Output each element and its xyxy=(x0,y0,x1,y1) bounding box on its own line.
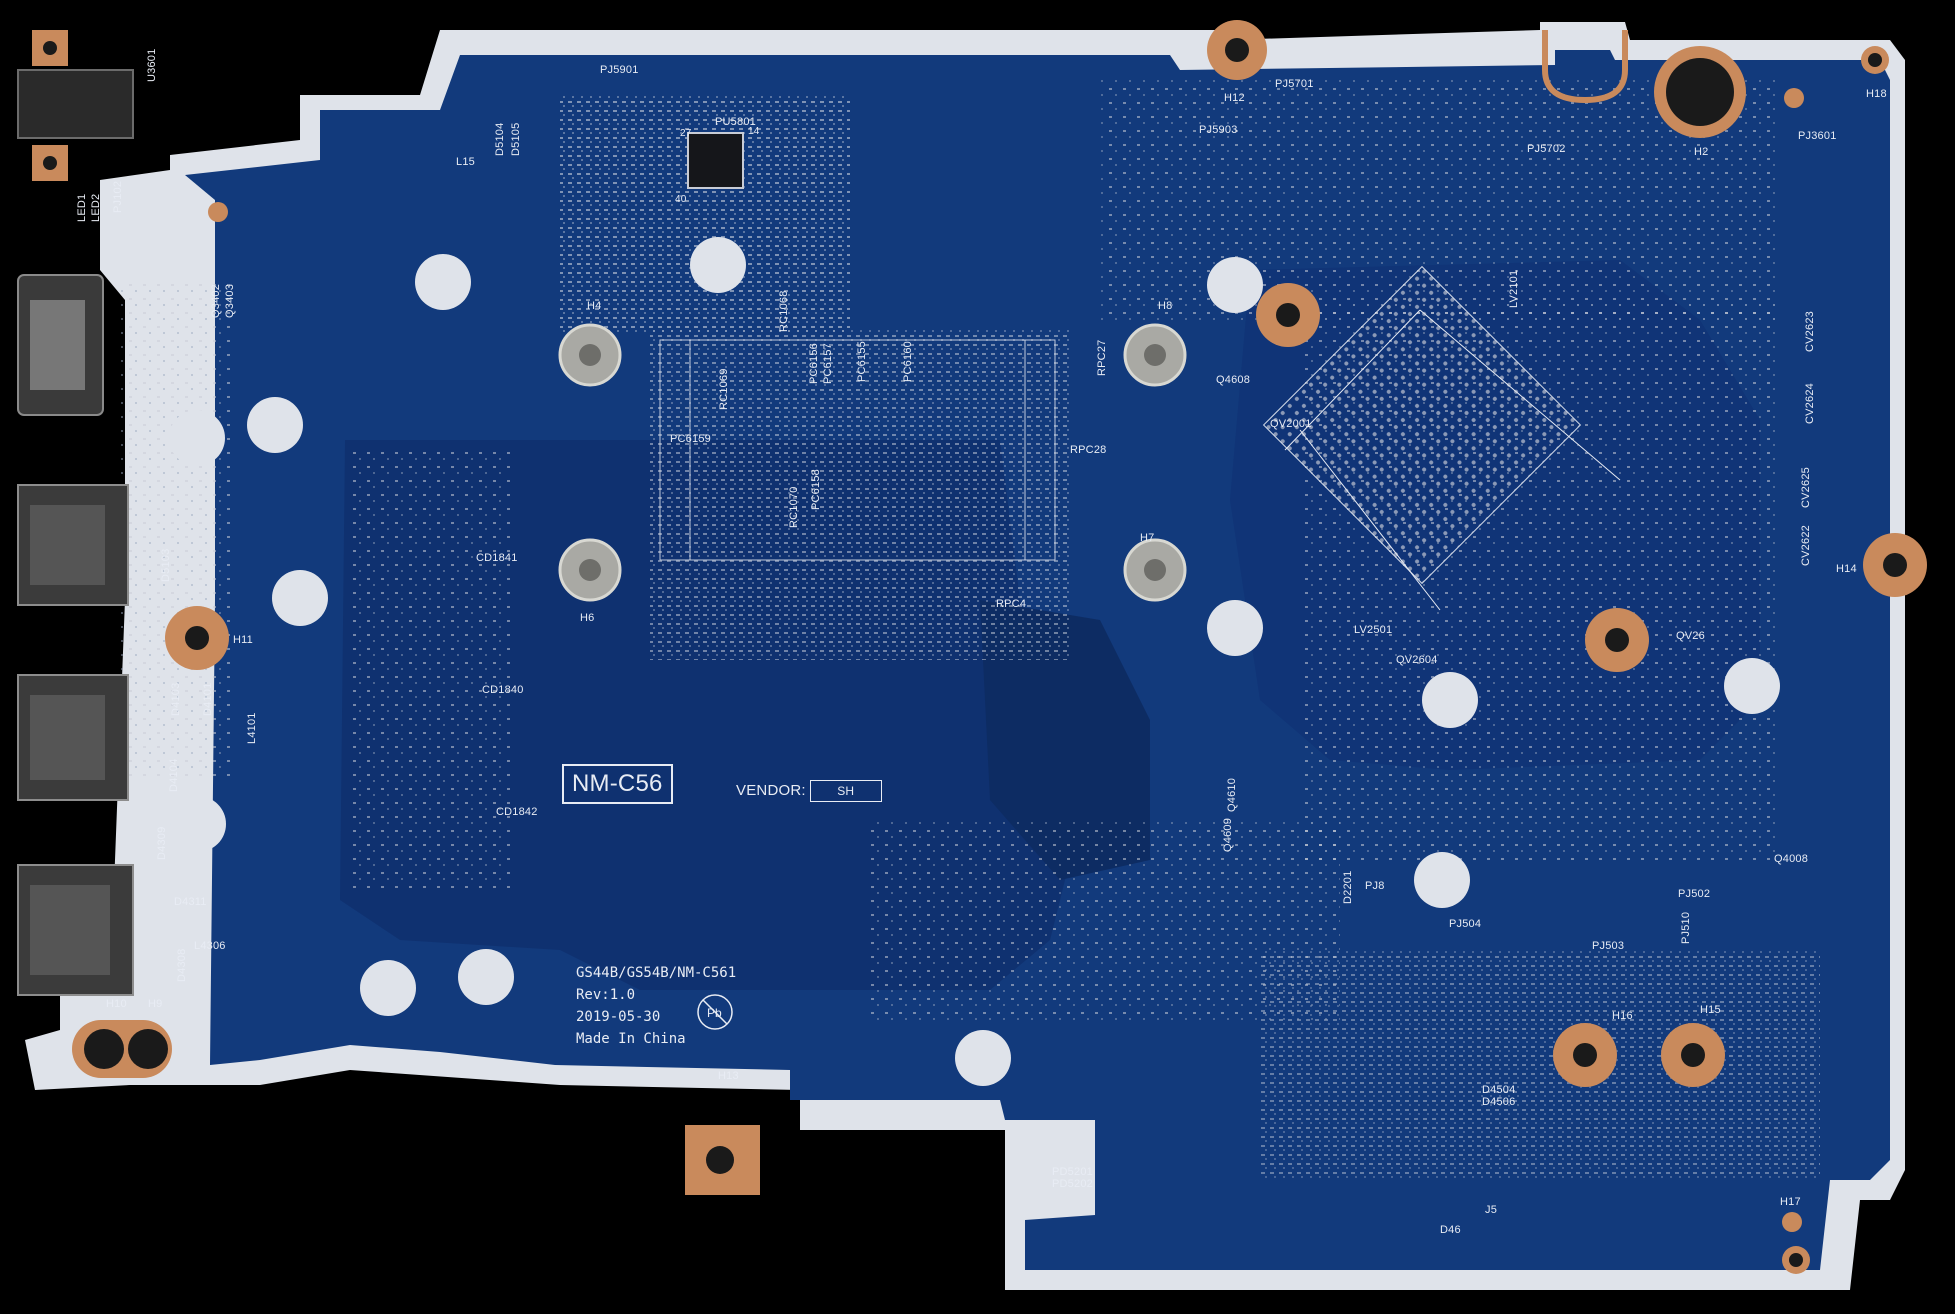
silk-d4506: D4506 xyxy=(1482,1096,1516,1108)
silk-pc6160: PC6160 xyxy=(902,341,914,382)
pb-free-icon: Pb xyxy=(697,994,733,1030)
silk-h16: H16 xyxy=(1612,1010,1633,1022)
silk-pd5202: PD5202 xyxy=(1052,1178,1093,1190)
silk-pc6158: PC6158 xyxy=(810,469,822,510)
silk-pd5201: PD5201 xyxy=(1052,1166,1093,1178)
silk-led2: LED2 xyxy=(90,193,102,222)
project-code: GS44B/GS54B/NM-C561 xyxy=(576,965,737,981)
silk-h15: H15 xyxy=(1700,1004,1721,1016)
silk-pj5901: PJ5901 xyxy=(600,64,639,76)
origin: Made In China xyxy=(576,1031,686,1047)
silk-qv2604: QV2604 xyxy=(1396,654,1438,666)
silk-pj502: PJ502 xyxy=(1678,888,1711,900)
silk-d4504: D4504 xyxy=(1482,1084,1516,1096)
silk-rc1069: RC1069 xyxy=(718,368,730,410)
silk-h11: H11 xyxy=(233,634,253,646)
silk-h9: H9 xyxy=(148,998,163,1010)
silk-u3601: U3601 xyxy=(146,48,158,82)
silk-q4610: Q4610 xyxy=(1226,777,1238,812)
manufacture-date: 2019-05-30 xyxy=(576,1009,661,1025)
silk-l15: L15 xyxy=(456,156,475,168)
silk-pc6155: PC6155 xyxy=(856,341,868,382)
silk-h12: H12 xyxy=(1224,92,1245,104)
silk-pu5801: PU5801 xyxy=(715,116,756,128)
silk-q3403: Q3403 xyxy=(224,283,236,318)
silk-qv26: QV26 xyxy=(1676,630,1705,642)
io-connectors xyxy=(17,69,134,996)
silk-h18: H18 xyxy=(1866,88,1887,100)
silk-h14: H14 xyxy=(1836,563,1857,575)
silk-pc6159: PC6159 xyxy=(670,433,711,445)
revision: Rev:1.0 xyxy=(576,987,636,1003)
silk-h4: H4 xyxy=(587,300,602,312)
silk-d4308: D4308 xyxy=(176,948,188,982)
silk-h10: H10 xyxy=(106,998,127,1010)
silk-cd1840: CD1840 xyxy=(482,684,524,696)
silk-rpc27: RPC27 xyxy=(1096,339,1108,376)
silk-pin40: 40 xyxy=(675,194,687,205)
silk-d46: D46 xyxy=(1440,1224,1461,1236)
silk-q4008: Q4008 xyxy=(1774,853,1809,865)
silk-pj510: PJ510 xyxy=(1680,911,1692,944)
silk-lv2501: LV2501 xyxy=(1354,624,1393,636)
silk-l4101: L4101 xyxy=(246,712,258,744)
silk-pc6157: PC6157 xyxy=(822,343,834,384)
silk-d4309: D4309 xyxy=(156,826,168,860)
silk-cv2623: CV2623 xyxy=(1804,311,1816,352)
silk-pc6156: PC6156 xyxy=(808,343,820,384)
silk-rc1068: RC1068 xyxy=(778,290,790,332)
silk-cv2625: CV2625 xyxy=(1800,467,1812,508)
silk-d4101: D4101 xyxy=(202,682,214,716)
silk-j5: J5 xyxy=(1485,1204,1498,1216)
silk-pin14: 14 xyxy=(748,126,760,137)
silk-rc1070: RC1070 xyxy=(788,486,800,528)
svg-text:Pb: Pb xyxy=(707,1006,722,1020)
vendor-label: VENDOR:SH xyxy=(736,780,882,802)
silk-d4104: D4104 xyxy=(168,758,180,792)
board-info-block: GS44B/GS54B/NM-C561 Rev:1.0 2019-05-30 M… xyxy=(576,962,736,1050)
silk-pj3601: PJ3601 xyxy=(1798,130,1837,142)
silk-h8: H8 xyxy=(1158,300,1173,312)
silk-qv2001: QV2001 xyxy=(1270,418,1312,430)
silk-d5103: D5103 xyxy=(160,548,172,582)
silk-pj8: PJ8 xyxy=(1365,880,1385,892)
silk-pj5702: PJ5702 xyxy=(1527,143,1566,155)
silk-cv2624: CV2624 xyxy=(1804,383,1816,424)
silk-h7: H7 xyxy=(1140,532,1155,544)
silk-pj5701: PJ5701 xyxy=(1275,78,1314,90)
board-model-label: NM-C56 xyxy=(562,764,673,804)
silk-h6: H6 xyxy=(580,612,595,624)
silk-pj102: PJ102 xyxy=(112,180,124,213)
silk-cd1841: CD1841 xyxy=(476,552,518,564)
silk-q3402: Q3402 xyxy=(210,283,222,318)
silk-pj504: PJ504 xyxy=(1449,918,1482,930)
silk-h13: H13 xyxy=(718,1070,739,1082)
silk-cd1842: CD1842 xyxy=(496,806,538,818)
silk-d2201: D2201 xyxy=(1342,870,1354,904)
silk-pj503: PJ503 xyxy=(1592,940,1625,952)
silk-d5105: D5105 xyxy=(510,122,522,156)
vendor-label-text: VENDOR: xyxy=(736,782,806,799)
silk-led1: LED1 xyxy=(76,193,88,222)
silk-rpc28: RPC28 xyxy=(1070,444,1107,456)
silk-d5104: D5104 xyxy=(494,122,506,156)
silk-cv2622: CV2622 xyxy=(1800,525,1812,566)
silk-q4609: Q4609 xyxy=(1222,817,1234,852)
silk-q4608: Q4608 xyxy=(1216,374,1251,386)
silk-pin27: 27 xyxy=(680,128,692,139)
silk-lv2101: LV2101 xyxy=(1508,269,1520,308)
silk-l4306: L4306 xyxy=(194,940,226,952)
silk-d4103: D4103 xyxy=(170,682,182,716)
silk-h2: H2 xyxy=(1694,146,1709,158)
silk-d4311: D4311 xyxy=(174,896,207,908)
silk-h17: H17 xyxy=(1780,1196,1801,1208)
silk-rpc4: RPC4 xyxy=(996,598,1027,610)
silk-pj5903: PJ5903 xyxy=(1199,124,1238,136)
vendor-value: SH xyxy=(809,780,882,802)
